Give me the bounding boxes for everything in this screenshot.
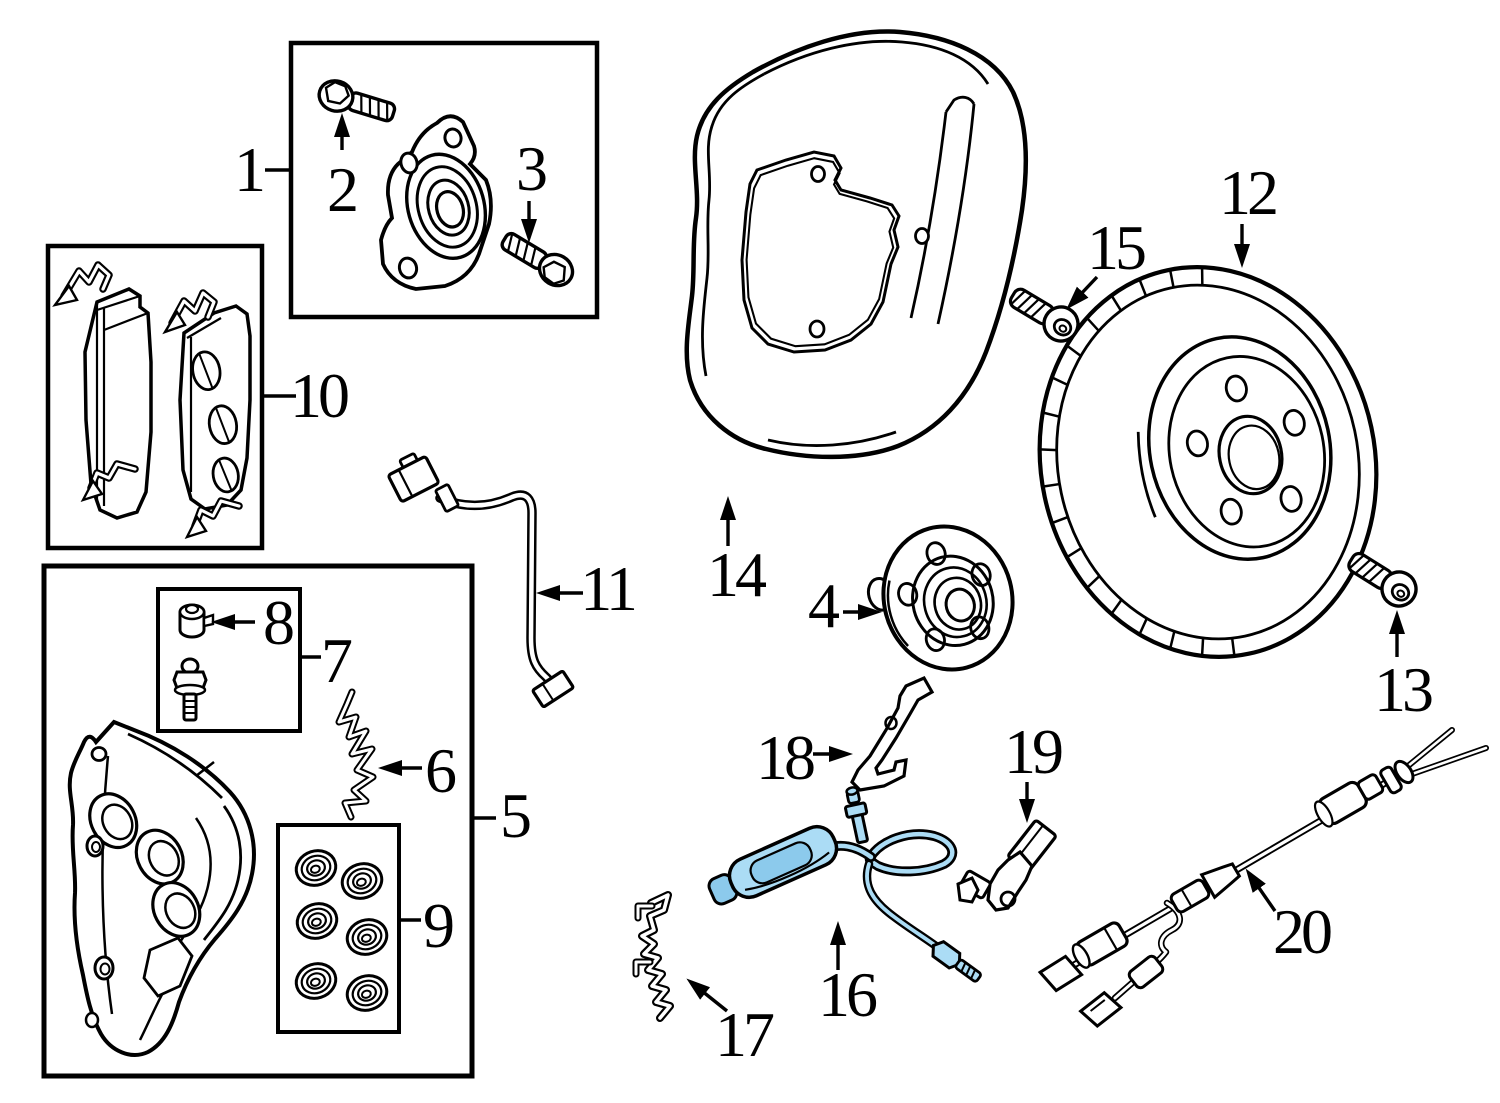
- brake-rotor-12: [1037, 265, 1379, 659]
- callout-19-label[interactable]: 19: [1004, 716, 1066, 787]
- callout-3-label[interactable]: 3: [516, 133, 550, 204]
- box-10-brake-pads: [45, 243, 265, 551]
- retaining-clip-17: [632, 891, 674, 1022]
- callout-2-label[interactable]: 2: [327, 154, 360, 225]
- wheel-hub-4: [866, 524, 1015, 672]
- brake-pad-right: [178, 304, 252, 511]
- callout-15-leader: [1066, 275, 1099, 310]
- callout-12-label[interactable]: 12: [1219, 157, 1280, 228]
- anti-rattle-clip-6: [335, 688, 377, 821]
- rotor-vent-slots: [1039, 267, 1236, 657]
- callout-15-label[interactable]: 15: [1087, 212, 1149, 283]
- callout-18-label[interactable]: 18: [756, 722, 818, 793]
- pad-wear-sensor-16: [707, 786, 982, 983]
- callout-17-label[interactable]: 17: [715, 999, 778, 1070]
- rotor-set-screw-15: [1002, 278, 1087, 350]
- callout-17-leader: [686, 978, 729, 1013]
- hose-bracket-18: [850, 675, 935, 792]
- callout-13-label[interactable]: 13: [1374, 654, 1436, 725]
- rotor-lug-holes: [1185, 374, 1306, 526]
- sensor-bolt-fitting: [844, 786, 869, 845]
- brake-hose-11: [387, 452, 575, 709]
- callout-16-label[interactable]: 16: [818, 959, 881, 1030]
- pad-wear-clips: [52, 261, 243, 539]
- abs-speed-sensor-19: [956, 819, 1057, 912]
- caliper-body: [67, 719, 256, 1057]
- sensor-pod: [707, 824, 839, 906]
- callout-4-label[interactable]: 4: [808, 570, 843, 641]
- sensor-harness-20: [1037, 727, 1489, 1029]
- bleeder-screw: [172, 657, 208, 722]
- callout-7-label[interactable]: 7: [321, 625, 356, 696]
- callout-11-label[interactable]: 11: [580, 553, 639, 624]
- hub-flange: [379, 114, 493, 291]
- harness-fittings: [1037, 759, 1415, 1029]
- callout-14-label[interactable]: 14: [707, 539, 770, 610]
- callout-5-label[interactable]: 5: [500, 780, 534, 851]
- callout-20-leader: [1245, 868, 1277, 912]
- bleeder-cap-8: [178, 603, 215, 639]
- callout-8-label[interactable]: 8: [263, 587, 297, 658]
- pad-holes: [191, 350, 240, 494]
- callout-6-label[interactable]: 6: [425, 735, 460, 806]
- box-1-wheel-hub-kit: [288, 40, 600, 320]
- callout-20-label[interactable]: 20: [1273, 896, 1335, 967]
- splash-shield-14: [684, 29, 1028, 460]
- callout-10-label[interactable]: 10: [290, 360, 352, 431]
- box-7-hardware-kit: [156, 587, 302, 733]
- callout-9-label[interactable]: 9: [423, 890, 457, 961]
- sensor-tip-bolt: [931, 939, 982, 983]
- callouts: 1 2 3 4 5 6 7 8 9 10 11 12 13 14 15 16 1…: [211, 113, 1436, 1070]
- brake-pad-left: [83, 287, 153, 520]
- box-5-caliper-assembly: [41, 563, 475, 1079]
- rotor-set-screw-13: [1340, 543, 1425, 615]
- caliper-details: [84, 732, 242, 1041]
- callout-1-label[interactable]: 1: [234, 134, 267, 205]
- box-9-seal-kit: [276, 823, 401, 1034]
- shield-details: [701, 39, 990, 447]
